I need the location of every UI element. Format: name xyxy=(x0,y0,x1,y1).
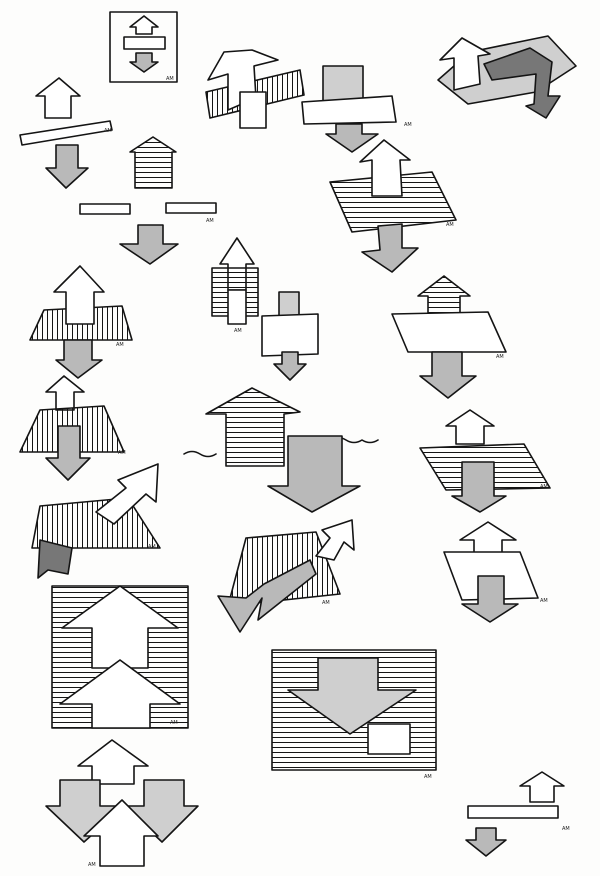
signature: AM xyxy=(118,450,126,456)
signature: AM xyxy=(446,222,454,228)
signature: AM xyxy=(116,342,124,348)
sketch-hatched-square-arrows: AM xyxy=(51,585,189,729)
signature: AM xyxy=(166,76,174,82)
sketch-house-over-water xyxy=(183,387,379,513)
sketch-stacked-towers: AM xyxy=(211,237,319,381)
signature: AM xyxy=(424,774,432,780)
sketch-plane-arrows-right: AM xyxy=(443,521,548,623)
sketch-bar-arrows-bottom-right: AM xyxy=(465,771,570,857)
signature: AM xyxy=(148,544,156,550)
sketch-hatched-mound-left: AM xyxy=(19,375,126,481)
sketch-three-arrows-bottom: AM xyxy=(45,739,199,868)
signature: AM xyxy=(206,218,214,224)
sketch-hatched-slab-right: AM xyxy=(419,409,551,513)
signature: AM xyxy=(104,128,112,134)
sketch-house-on-plane-right: AM xyxy=(391,275,507,399)
sketch-hatched-plane-right: AM xyxy=(329,139,457,273)
signature: AM xyxy=(540,598,548,604)
sketch-hatched-trapezoid-left: AM xyxy=(29,265,133,379)
sketch-hatched-rect-big-arrow: AM xyxy=(271,649,437,780)
signature: AM xyxy=(234,328,242,334)
sketch-hatched-house-split-bar: AM xyxy=(79,136,217,265)
signature: AM xyxy=(88,862,96,868)
signature: AM xyxy=(404,122,412,128)
sketch-twisted-bar-arrows: AM xyxy=(205,49,412,153)
sketch-twisted-dark-arrow: AM xyxy=(217,519,355,633)
signature: AM xyxy=(562,826,570,832)
sketch-grey-twisted-arrows xyxy=(437,35,577,119)
signature: AM xyxy=(170,720,178,726)
sketch-boxed-arrows: AM xyxy=(109,11,178,83)
sketch-bar-up-down-arrow: AM xyxy=(19,77,113,189)
signature: AM xyxy=(322,600,330,606)
sketch-diagonal-arrows-left: AM xyxy=(31,463,161,579)
signature: AM xyxy=(540,484,548,490)
signature: AM xyxy=(496,354,504,360)
